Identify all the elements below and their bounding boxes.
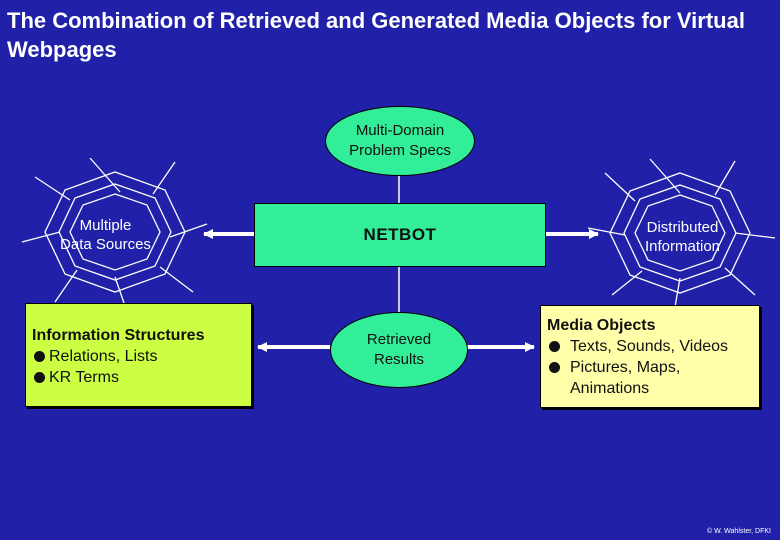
distributed-info-line1: Distributed — [646, 219, 719, 236]
media-objects-item-text: Texts, Sounds, Videos — [570, 338, 729, 355]
info-structures-item-text: Relations, Lists — [49, 348, 158, 365]
retrieved-results-line2: Results — [373, 351, 425, 368]
bullet-icon — [34, 351, 45, 362]
media-objects-item: Texts, Sounds, Videos — [547, 336, 759, 357]
data-sources-label: Multiple Data Sources — [38, 216, 173, 254]
info-structures-box: Information Structures Relations, Lists … — [25, 303, 252, 407]
media-objects-box: Media Objects Texts, Sounds, Videos Pict… — [540, 305, 760, 408]
retrieved-results-node: Retrieved Results — [330, 312, 468, 388]
netbot-node: NETBOT — [254, 203, 546, 267]
distributed-info-label: Distributed Information — [620, 218, 745, 256]
data-sources-line2: Data Sources — [60, 236, 151, 253]
media-objects-heading: Media Objects — [547, 317, 656, 334]
spiderweb-right-icon — [587, 158, 776, 308]
data-sources-line1: Multiple — [79, 217, 132, 234]
media-objects-item-text: Pictures, Maps, — [570, 359, 681, 376]
media-objects-item: Pictures, Maps, — [547, 357, 759, 378]
distributed-info-line2: Information — [644, 238, 721, 255]
problem-specs-line1: Multi-Domain — [355, 122, 445, 139]
problem-specs-line2: Problem Specs — [349, 142, 451, 159]
info-structures-item: KR Terms — [32, 367, 251, 388]
bullet-icon — [549, 341, 560, 352]
info-structures-heading: Information Structures — [32, 327, 205, 344]
bullet-icon — [549, 362, 560, 373]
info-structures-item-text: KR Terms — [49, 369, 119, 386]
bullet-icon — [34, 372, 45, 383]
spiderweb-left-icon — [21, 158, 208, 306]
info-structures-item: Relations, Lists — [32, 346, 251, 367]
copyright-text: © W. Wahlster, DFKI — [706, 528, 771, 535]
retrieved-results-line1: Retrieved — [366, 331, 432, 348]
media-objects-item-continuation: Animations — [570, 380, 650, 397]
problem-specs-node: Multi-Domain Problem Specs — [325, 106, 475, 176]
slide-title: The Combination of Retrieved and Generat… — [7, 8, 745, 62]
